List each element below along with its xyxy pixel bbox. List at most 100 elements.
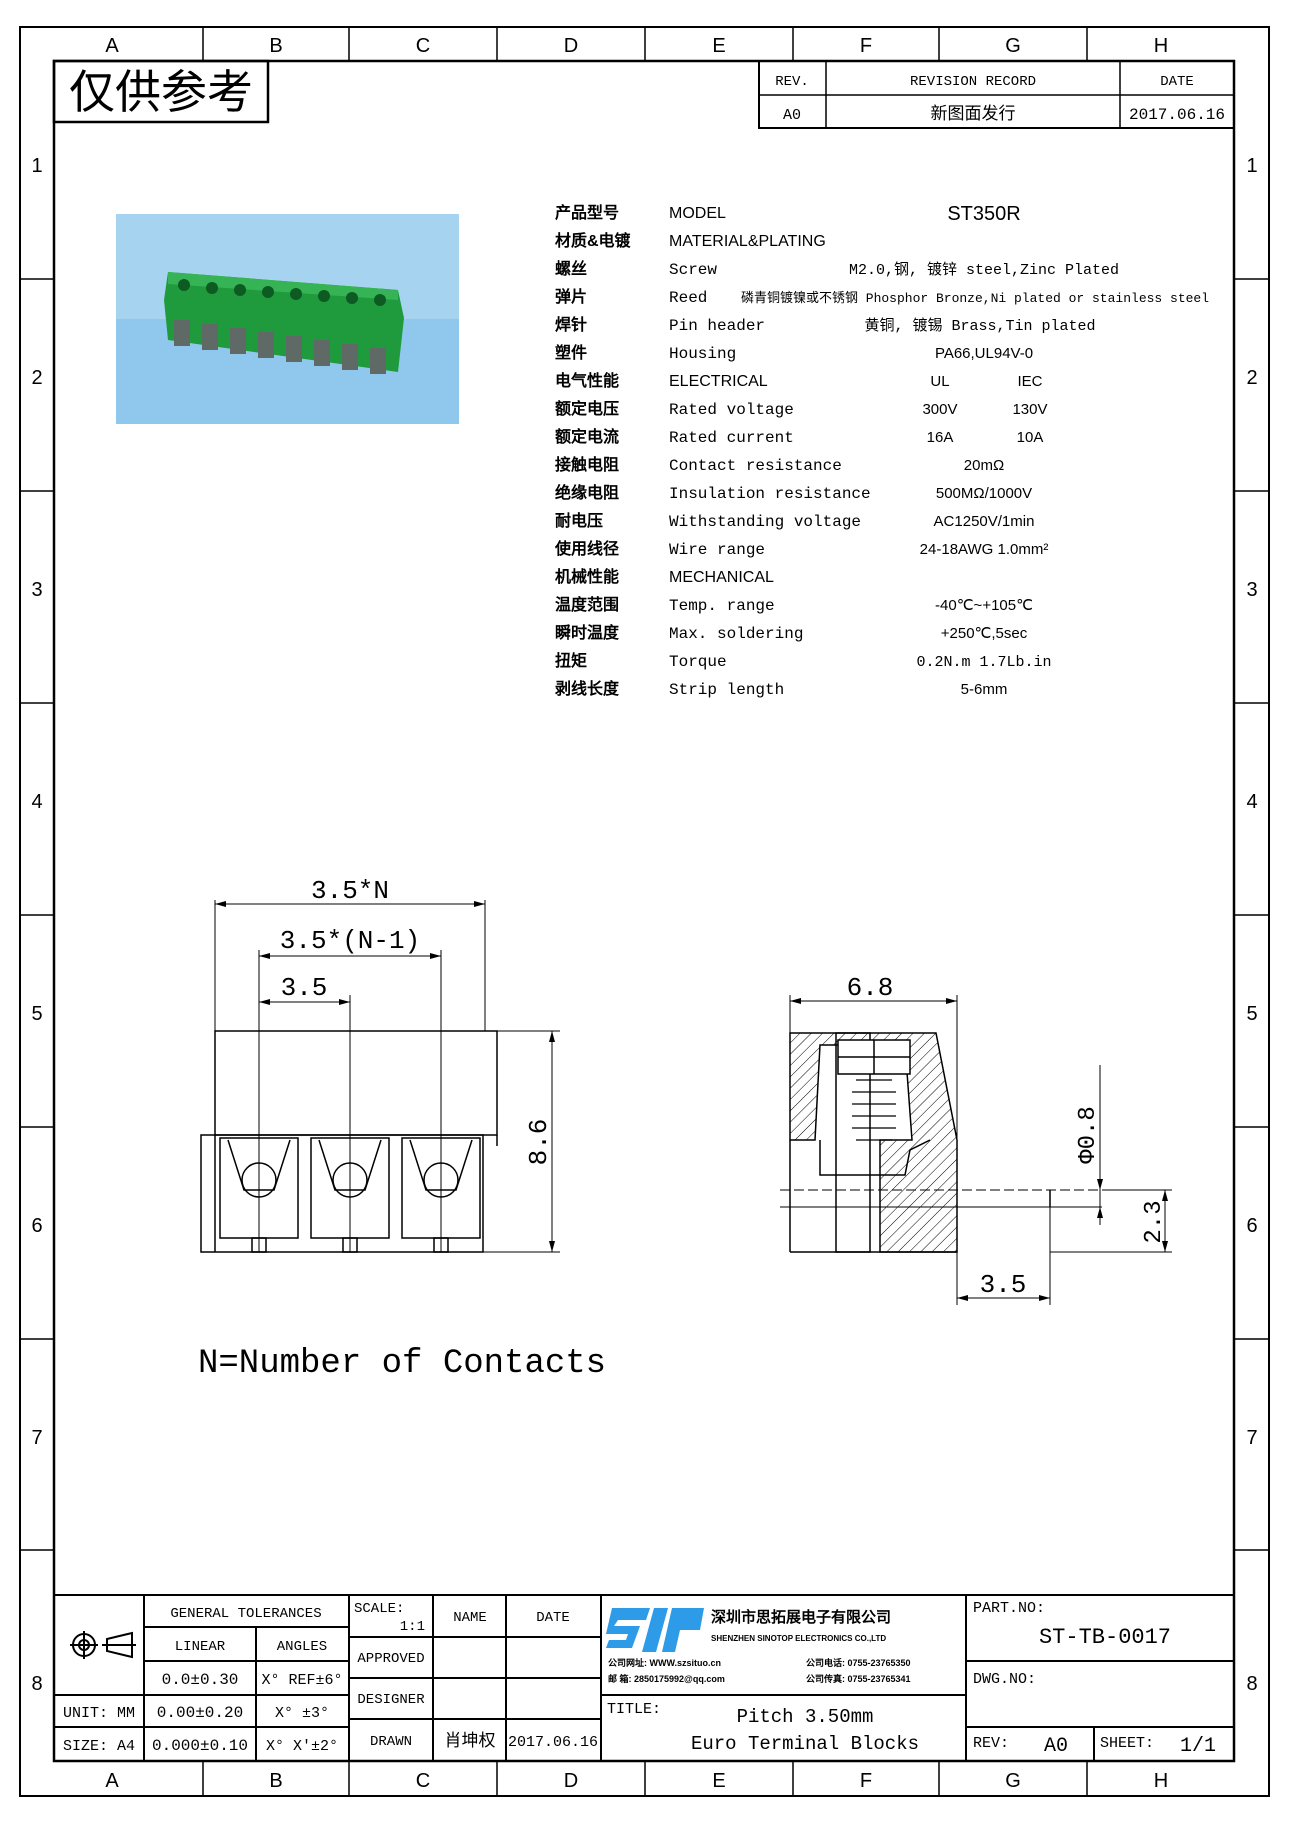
svg-text:0.2N.m 1.7Lb.in: 0.2N.m 1.7Lb.in: [916, 654, 1051, 671]
approval-table: SCALE: 1:1 NAME DATE APPROVED DESIGNER D…: [354, 1601, 598, 1751]
row-labels-left: 1 2 3 4 5 6 7 8: [31, 155, 42, 1695]
svg-text:温度范围: 温度范围: [554, 595, 619, 614]
col-label: B: [269, 1770, 282, 1792]
svg-text:额定电流: 额定电流: [555, 427, 619, 446]
svg-text:24-18AWG 1.0mm²: 24-18AWG 1.0mm²: [920, 541, 1049, 558]
svg-text:MATERIAL&PLATING: MATERIAL&PLATING: [669, 233, 826, 250]
col-label: C: [416, 35, 430, 57]
svg-text:16A: 16A: [927, 429, 954, 446]
title-block-grid: [53, 1594, 1235, 1762]
svg-text:SIZE: A4: SIZE: A4: [63, 1738, 135, 1755]
col-label: B: [269, 35, 282, 57]
svg-text:A0: A0: [1044, 1735, 1068, 1758]
svg-text:0.000±0.10: 0.000±0.10: [152, 1737, 248, 1755]
row-label: 4: [31, 791, 42, 813]
svg-text:磷青铜镀镍或不锈钢 Phosphor Bronze,Ni p: 磷青铜镀镍或不锈钢 Phosphor Bronze,Ni plated or s…: [741, 290, 1209, 306]
col-label: A: [105, 1770, 119, 1792]
svg-text:PA66,UL94V-0: PA66,UL94V-0: [935, 345, 1033, 362]
dim-side-pitch: 3.5: [980, 1270, 1027, 1300]
svg-text:GENERAL TOLERANCES: GENERAL TOLERANCES: [170, 1606, 321, 1622]
svg-text:X° ±3°: X° ±3°: [275, 1705, 329, 1722]
product-photo: [116, 214, 459, 424]
svg-text:5-6mm: 5-6mm: [961, 681, 1008, 698]
dim-pin-diameter: Φ0.8: [1075, 1106, 1102, 1164]
svg-text:塑件: 塑件: [555, 343, 587, 362]
svg-text:REV:: REV:: [973, 1735, 1009, 1752]
svg-text:产品型号: 产品型号: [555, 203, 619, 222]
col-label: H: [1154, 35, 1168, 57]
col-label: D: [564, 1770, 578, 1792]
svg-text:130V: 130V: [1012, 401, 1047, 418]
svg-text:Euro Terminal Blocks: Euro Terminal Blocks: [691, 1733, 919, 1755]
svg-text:材质&电镀: 材质&电镀: [555, 231, 632, 250]
row-label: 3: [31, 579, 42, 601]
svg-text:REV.: REV.: [775, 74, 809, 90]
dim-n-minus-1: 3.5*(N-1): [280, 926, 420, 956]
svg-text:电气性能: 电气性能: [555, 371, 619, 390]
svg-text:Max. soldering: Max. soldering: [669, 625, 803, 643]
svg-text:A0: A0: [783, 107, 801, 124]
svg-text:邮 箱: 2850175992@qq.com: 邮 箱: 2850175992@qq.com: [608, 1673, 725, 1684]
svg-text:SHENZHEN SINOTOP ELECTRONICS C: SHENZHEN SINOTOP ELECTRONICS CO.,LTD: [711, 1634, 886, 1643]
svg-text:SHEET:: SHEET:: [1100, 1735, 1154, 1752]
svg-text:ST-TB-0017: ST-TB-0017: [1039, 1625, 1171, 1650]
svg-text:0.0±0.30: 0.0±0.30: [162, 1671, 239, 1689]
svg-text:新图面发行: 新图面发行: [931, 104, 1016, 123]
side-view-drawing: [780, 995, 1172, 1305]
svg-text:ELECTRICAL: ELECTRICAL: [669, 373, 768, 390]
row-labels-right: 1 2 3 4 5 6 7 8: [1246, 155, 1257, 1695]
svg-text:AC1250V/1min: AC1250V/1min: [934, 513, 1035, 530]
svg-text:20mΩ: 20mΩ: [964, 457, 1004, 474]
svg-text:+250℃,5sec: +250℃,5sec: [941, 625, 1028, 642]
col-label: D: [564, 35, 578, 57]
svg-text:DESIGNER: DESIGNER: [357, 1692, 425, 1708]
row-label: 7: [1246, 1427, 1257, 1449]
svg-text:500MΩ/1000V: 500MΩ/1000V: [936, 485, 1032, 502]
svg-text:Rated current: Rated current: [669, 429, 794, 447]
svg-text:接触电阻: 接触电阻: [555, 455, 619, 474]
company-logo: [606, 1608, 704, 1652]
tolerance-table: GENERAL TOLERANCES LINEAR ANGLES 0.0±0.3…: [63, 1606, 343, 1755]
svg-text:额定电压: 额定电压: [555, 399, 619, 418]
svg-text:Pin header: Pin header: [669, 317, 765, 335]
svg-text:仅供参考: 仅供参考: [69, 66, 253, 118]
col-label: G: [1005, 1770, 1021, 1792]
col-label: E: [712, 1770, 725, 1792]
svg-text:Withstanding voltage: Withstanding voltage: [669, 513, 861, 531]
svg-text:使用线径: 使用线径: [554, 539, 619, 558]
col-label: G: [1005, 35, 1021, 57]
svg-text:X° REF±6°: X° REF±6°: [261, 1672, 342, 1689]
svg-text:剥线长度: 剥线长度: [555, 679, 620, 698]
svg-text:-40℃~+105℃: -40℃~+105℃: [935, 597, 1033, 614]
column-labels-top: A B C D E F G H: [105, 35, 1168, 57]
svg-text:NAME: NAME: [453, 1610, 487, 1626]
row-label: 5: [1246, 1003, 1257, 1025]
svg-text:APPROVED: APPROVED: [357, 1651, 424, 1667]
col-label: F: [860, 1770, 872, 1792]
row-label: 2: [31, 367, 42, 389]
svg-text:Reed: Reed: [669, 289, 707, 307]
svg-text:UNIT: MM: UNIT: MM: [63, 1705, 135, 1722]
svg-text:机械性能: 机械性能: [555, 567, 619, 586]
svg-text:UL: UL: [930, 373, 949, 390]
svg-text:LINEAR: LINEAR: [175, 1639, 226, 1655]
reference-only-stamp: 仅供参考: [52, 59, 270, 124]
svg-text:瞬时温度: 瞬时温度: [555, 623, 620, 642]
svg-text:公司电话: 0755-23765350: 公司电话: 0755-23765350: [806, 1657, 911, 1668]
svg-text:MECHANICAL: MECHANICAL: [669, 569, 774, 586]
svg-text:深圳市思拓展电子有限公司: 深圳市思拓展电子有限公司: [711, 1608, 891, 1626]
front-view-drawing: [200, 900, 560, 1253]
svg-text:Temp. range: Temp. range: [669, 597, 775, 615]
dim-pin-offset: 2.3: [1141, 1200, 1168, 1243]
svg-text:TITLE:: TITLE:: [607, 1701, 661, 1718]
row-label: 6: [1246, 1215, 1257, 1237]
svg-text:ANGLES: ANGLES: [277, 1639, 327, 1655]
svg-text:0.00±0.20: 0.00±0.20: [157, 1704, 243, 1722]
svg-text:M2.0,钢, 镀锌 steel,Zinc Plated: M2.0,钢, 镀锌 steel,Zinc Plated: [849, 261, 1119, 279]
svg-text:MODEL: MODEL: [669, 205, 726, 222]
svg-text:肖坤权: 肖坤权: [445, 1731, 496, 1750]
col-label: A: [105, 35, 119, 57]
svg-text:焊针: 焊针: [555, 315, 587, 334]
svg-text:黄铜, 镀锡 Brass,Tin plated: 黄铜, 镀锡 Brass,Tin plated: [864, 317, 1095, 335]
